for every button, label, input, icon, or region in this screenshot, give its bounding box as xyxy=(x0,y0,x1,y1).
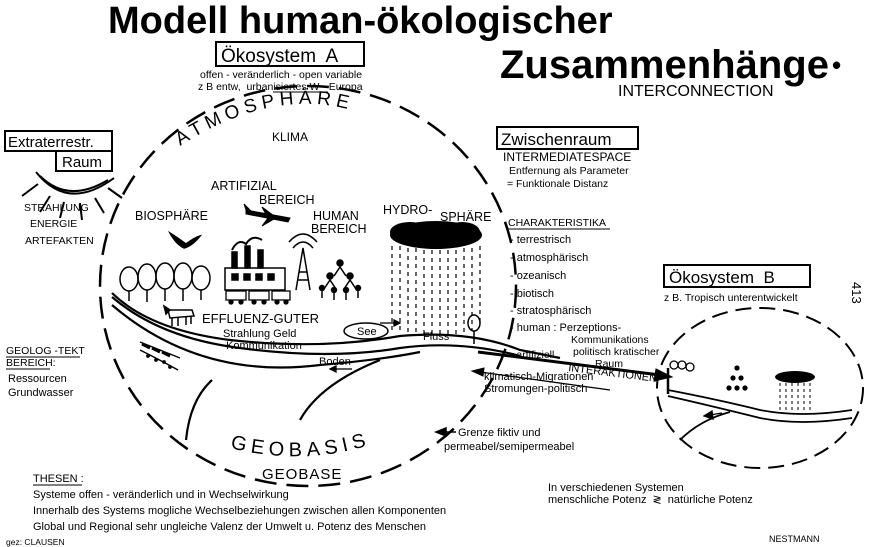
oekosystem-a-box xyxy=(215,41,365,67)
hydrosphaere-label-1: HYDRO- xyxy=(383,203,432,217)
oekosystem-b-cloud-icon xyxy=(775,371,815,383)
systeme-line-1: In verschiedenen Systemen xyxy=(548,482,684,494)
oekosystem-b-label: Ökosystem B xyxy=(669,268,775,287)
cloud-icon xyxy=(390,221,482,249)
zwischenraum-line-1: INTERMEDIATESPACE xyxy=(503,150,631,164)
see-label: See xyxy=(357,326,377,338)
thesen-heading: THESEN : xyxy=(33,473,84,485)
thesen-line-1: Systeme offen - veränderlich und in Wech… xyxy=(33,489,289,501)
grenze-arrow xyxy=(433,426,456,438)
gez-label: gez: CLAUSEN xyxy=(6,537,65,547)
oekosystem-b-line-1: z B. Tropisch unterentwickelt xyxy=(664,292,798,304)
zwischenraum-line-3: = Funktionale Distanz xyxy=(507,178,608,190)
vehicles-icon xyxy=(225,290,291,305)
boden-label: Boden xyxy=(319,356,351,368)
extraterrestr-box-2 xyxy=(55,150,113,172)
zwischenraum-label: Zwischenraum xyxy=(501,130,612,149)
geolog-label-1: GEOLOG -TEKT xyxy=(6,345,85,357)
oekosystem-b-ground xyxy=(667,389,853,441)
charakteristika-item-5: - stratosphärisch xyxy=(510,305,591,317)
geolog-label-2: BEREICH: xyxy=(6,357,56,369)
extraterrestr-label-2: Raum xyxy=(62,154,102,171)
artifizial-label-2: BEREICH xyxy=(259,193,315,207)
tower-icon xyxy=(288,233,318,291)
effluenz-label-3: Kommunikation xyxy=(226,340,302,352)
human-bereich-label-1: HUMAN xyxy=(313,209,359,223)
interconnection-label: INTERCONNECTION xyxy=(618,83,774,100)
sun-label-artefakten: ARTEFAKTEN xyxy=(25,235,94,247)
klima-label: KLIMA xyxy=(272,130,308,144)
sun-label-energie: ENERGIE xyxy=(30,218,77,230)
trees-icon xyxy=(119,262,211,302)
extraterrestr-label-1: Extraterrestr. xyxy=(8,134,94,151)
geobase-label: GEOBASE xyxy=(262,466,342,483)
sun-icon xyxy=(21,171,123,221)
effluenz-label-1: EFFLUENZ-GUTER xyxy=(202,311,319,326)
charakteristika-heading: CHARAKTERISTIKA xyxy=(508,217,606,229)
geobasis-label: GEOBASIS xyxy=(229,428,373,461)
title-line-1: Modell human-ökologischer xyxy=(108,0,613,42)
grenze-label-1: Grenze fiktiv und xyxy=(458,427,541,439)
ground-curves xyxy=(111,292,561,441)
hydrosphaere-label-2: SPHÄRE xyxy=(440,210,491,224)
systeme-line-2-left: menschliche Potenz xyxy=(548,494,646,506)
zwischenraum-line-2: Entfernung als Parameter xyxy=(509,165,629,177)
people-icon xyxy=(318,259,362,300)
charakteristika-human-2: Kommunikations xyxy=(571,334,649,346)
factory-icon xyxy=(224,236,286,291)
thesen-line-3: Global und Regional sehr ungleiche Valen… xyxy=(33,521,426,533)
geolog-label-3: Ressourcen xyxy=(8,373,67,385)
geolog-label-4: Grundwasser xyxy=(8,387,74,399)
oekosystem-a-label: Ökosystem A xyxy=(221,46,339,67)
airplane-icon xyxy=(243,203,291,227)
oekosystem-b-trees-icon xyxy=(669,360,695,372)
migration-label-1: klimatisch-Migrationen xyxy=(484,371,593,383)
charakteristika-item-1: - terrestrisch xyxy=(510,234,571,246)
title-dot: • xyxy=(832,50,841,80)
human-bereich-label-2: BEREICH xyxy=(311,222,367,236)
cow-icon xyxy=(162,304,196,326)
strata-icon xyxy=(139,341,181,371)
migration-label-2: Stromungen-politisch xyxy=(484,383,587,395)
biosphaere-label: BIOSPHÄRE xyxy=(135,209,208,223)
charakteristika-human-1: - human : Perzeptions- xyxy=(510,322,622,334)
oekosystem-a-line-1: offen - veränderlich - open variable xyxy=(200,69,362,81)
artifizial-label-1: ARTIFIZIAL xyxy=(211,179,277,193)
systeme-neq: ≷ xyxy=(653,494,662,506)
systeme-line-2: menschliche Potenz ≷ natürliche Potenz xyxy=(548,494,753,506)
zwischenraum-box xyxy=(496,126,639,150)
see-shape xyxy=(343,322,389,340)
oekosystem-b-people-icon xyxy=(726,365,748,391)
oekosystem-b-rain-icon xyxy=(779,383,811,412)
effluenz-label-2: Strahlung Geld xyxy=(223,328,296,340)
grenze-label-2: permeabel/semipermeabel xyxy=(444,441,574,453)
charakteristika-item-4: - biotisch xyxy=(510,288,554,300)
small-arrows xyxy=(328,318,402,374)
rain-icon xyxy=(391,246,481,334)
page-number: 413 xyxy=(849,282,864,304)
interaction-arrows xyxy=(470,350,674,394)
fluss-label: Fluss xyxy=(423,331,450,343)
charakteristika-item-2: - atmosphärisch xyxy=(510,252,588,264)
nestmann-label: NESTMANN xyxy=(769,534,820,544)
oekosystem-b-arrow xyxy=(702,409,723,420)
title-line-2: Zusammenhänge xyxy=(500,43,829,87)
sun-label-strahlung: STRAHLUNG xyxy=(24,202,89,214)
atmosphaere-label: ATMOSPHÄRE xyxy=(172,88,356,150)
oekosystem-b-boundary xyxy=(656,307,864,469)
thesen-line-2: Innerhalb des Systems mogliche Wechselbe… xyxy=(33,505,446,517)
oekosystem-b-box xyxy=(663,264,811,288)
charakteristika-human-3: politisch kratischer xyxy=(573,346,660,358)
charakteristika-item-3: - ozeanisch xyxy=(510,270,566,282)
oekosystem-a-boundary xyxy=(98,84,518,488)
small-tree-icon xyxy=(467,314,481,344)
systeme-line-2-right: natürliche Potenz xyxy=(668,494,753,506)
bird-icon xyxy=(167,230,203,249)
